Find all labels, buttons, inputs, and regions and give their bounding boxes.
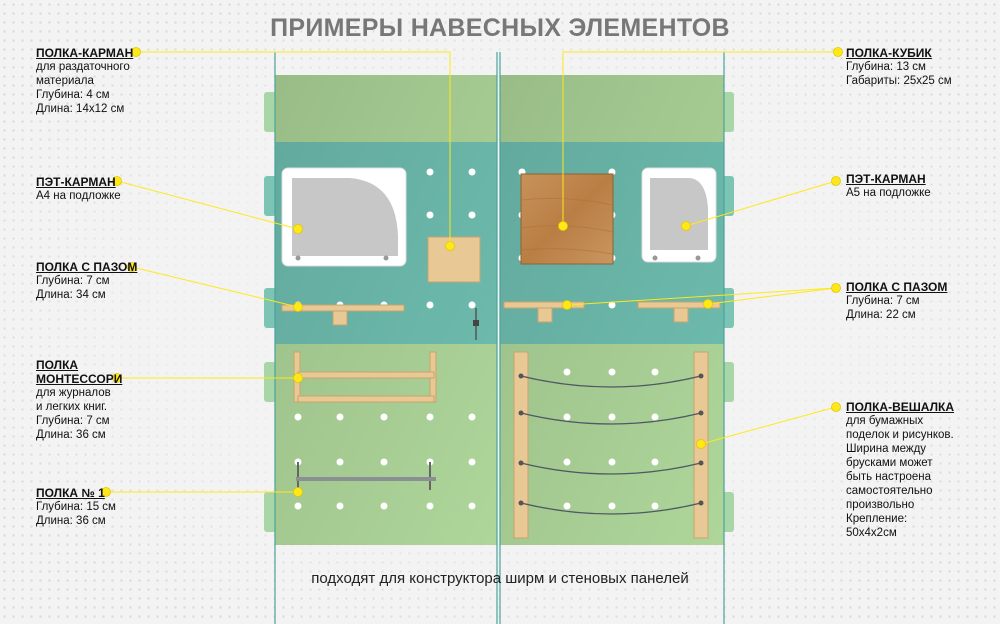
label-pet-pocket-a4: ПЭТ-КАРМАН А4 на подложке xyxy=(36,175,121,203)
marker-dot xyxy=(127,262,137,272)
marker-dot xyxy=(131,47,141,57)
frame-rods xyxy=(274,52,725,624)
label-montessori-shelf: ПОЛКА МОНТЕССОРИ для журналов и легких к… xyxy=(36,358,122,442)
marker-dot xyxy=(293,224,303,234)
label-title: ПОЛКА-ВЕШАЛКА xyxy=(846,400,955,414)
metal-shelf xyxy=(296,462,436,490)
grooved-shelf-right-1 xyxy=(503,301,585,323)
pet-pocket-a5 xyxy=(641,167,717,263)
pet-pocket-a4 xyxy=(281,167,407,267)
label-text: А4 на подложке xyxy=(36,190,121,202)
label-text: для раздаточного материала Глубина: 4 см… xyxy=(36,61,130,115)
panel-connector xyxy=(473,308,479,340)
marker-dot xyxy=(101,487,111,497)
marker-dot xyxy=(696,439,706,449)
marker-dot xyxy=(293,487,303,497)
label-title: ПОЛКА-КАРМАН xyxy=(36,46,134,60)
page-subtitle: подходят для конструктора ширм и стеновы… xyxy=(311,570,689,587)
label-title-line: ПОЛКА xyxy=(36,358,79,372)
label-grooved-shelf-34: ПОЛКА С ПАЗОМ Глубина: 7 см Длина: 34 см xyxy=(36,260,137,302)
label-title: ПОЛКА С ПАЗОМ xyxy=(846,280,948,294)
marker-dot xyxy=(562,300,572,310)
label-pocket-shelf: ПОЛКА-КАРМАН для раздаточного материала … xyxy=(36,46,133,116)
label-text: Глубина: 15 см Длина: 36 см xyxy=(36,501,116,527)
label-hanger-shelf: ПОЛКА-ВЕШАЛКА для бумажных поделок и рис… xyxy=(846,400,954,540)
label-pet-pocket-a5: ПЭТ-КАРМАН А5 на подложке xyxy=(846,172,931,200)
label-title-line: МОНТЕССОРИ xyxy=(36,372,123,386)
label-text: для бумажных поделок и рисунков. Ширина … xyxy=(846,415,954,539)
marker-dot xyxy=(703,299,713,309)
label-title: ПОЛКА-КУБИК xyxy=(846,46,932,60)
label-text: Глубина: 13 см Габариты: 25х25 см xyxy=(846,61,952,87)
marker-dot xyxy=(831,283,841,293)
marker-dot xyxy=(293,302,303,312)
marker-dot xyxy=(558,221,568,231)
marker-dot xyxy=(445,241,455,251)
label-shelf-no1: ПОЛКА № 1 Глубина: 15 см Длина: 36 см xyxy=(36,486,116,528)
marker-dots xyxy=(101,47,843,497)
label-title: ПЭТ-КАРМАН xyxy=(36,175,116,189)
label-text: для журналов и легких книг. Глубина: 7 с… xyxy=(36,387,111,441)
label-text: А5 на подложке xyxy=(846,187,931,199)
grooved-shelf-left xyxy=(281,304,405,326)
marker-dot xyxy=(833,47,843,57)
page-title: ПРИМЕРЫ НАВЕСНЫХ ЭЛЕМЕНТОВ xyxy=(270,14,730,42)
label-text: Глубина: 7 см Длина: 34 см xyxy=(36,275,110,301)
side-clips xyxy=(264,92,734,532)
marker-dot xyxy=(831,402,841,412)
marker-dot xyxy=(293,373,303,383)
marker-dot xyxy=(831,176,841,186)
label-grooved-shelf-22: ПОЛКА С ПАЗОМ Глубина: 7 см Длина: 22 см xyxy=(846,280,947,322)
label-title: ПЭТ-КАРМАН xyxy=(846,172,926,186)
label-text: Глубина: 7 см Длина: 22 см xyxy=(846,295,920,321)
marker-dot xyxy=(112,176,122,186)
leader-lines xyxy=(106,51,838,493)
label-cube-shelf: ПОЛКА-КУБИК Глубина: 13 см Габариты: 25х… xyxy=(846,46,952,88)
label-title: ПОЛКА С ПАЗОМ xyxy=(36,260,138,274)
label-title: ПОЛКА № 1 xyxy=(36,486,105,500)
marker-dot xyxy=(112,373,122,383)
marker-dot xyxy=(681,221,691,231)
cube-shelf xyxy=(520,173,614,265)
grooved-shelf-right-2 xyxy=(637,301,721,323)
